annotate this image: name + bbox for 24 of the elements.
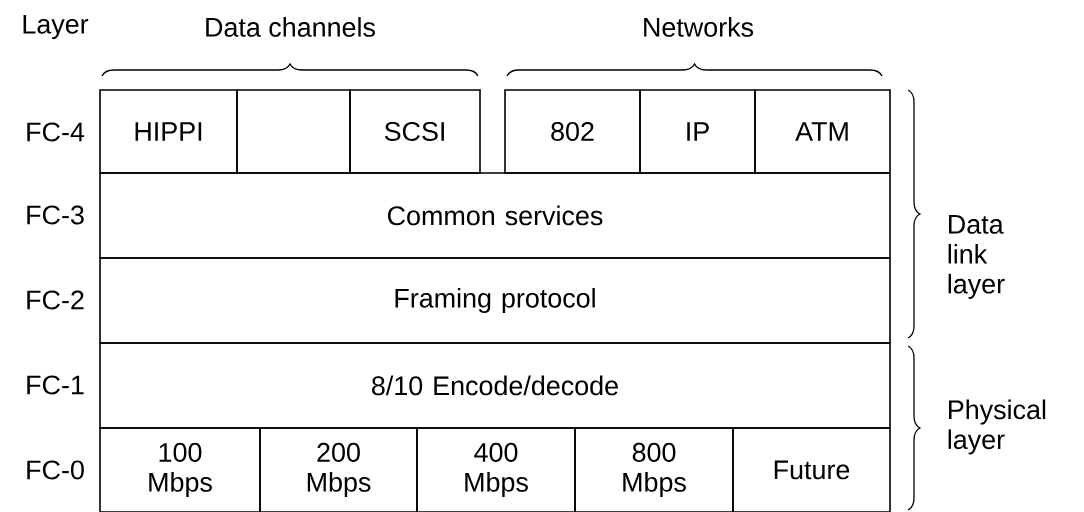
group-label: Data channels: [206, 17, 375, 37]
layer-label: FC-4: [27, 122, 85, 142]
layer-label: Layer: [23, 14, 89, 40]
layer-cell: 8/10 Encode/decode: [99, 342, 891, 429]
group-label: Networks: [644, 17, 754, 37]
layer-cell: HIPPI: [99, 89, 238, 174]
layer-label: FC-1: [27, 375, 84, 395]
layer-cell: SCSI: [349, 89, 481, 174]
layer-cell: Common services: [99, 172, 891, 259]
layer-cell: 200 Mbps: [259, 427, 418, 512]
empty-cell: [236, 89, 351, 174]
layer-label: FC-2: [27, 290, 84, 310]
layer-cell: 400 Mbps: [416, 427, 576, 512]
layer-label: FC-0: [27, 460, 84, 480]
layer-cell: 100 Mbps: [99, 427, 261, 512]
layer-cell: Framing protocol: [99, 257, 891, 344]
layer-cell: 800 Mbps: [574, 427, 734, 512]
layer-group-label: Data link layer: [948, 215, 1005, 299]
layer-cell: ATM: [754, 89, 891, 174]
layer-cell: IP: [639, 89, 756, 174]
layer-group-label: Physical layer: [948, 399, 1046, 455]
layer-cell: Future: [732, 427, 891, 512]
layer-label: FC-3: [27, 205, 84, 225]
layer-cell: 802: [504, 89, 641, 174]
